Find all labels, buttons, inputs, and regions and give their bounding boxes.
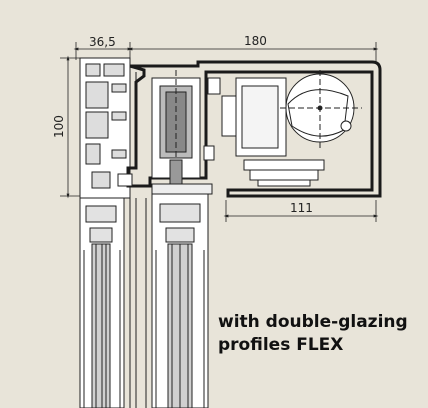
dimension-label-36-5: 36,5 (89, 35, 116, 49)
glazing-profile-left (79, 197, 125, 408)
dimension-label-100: 100 (52, 115, 66, 138)
frame-edges (129, 198, 147, 408)
caption-line-1: with double-glazing (218, 312, 408, 332)
caption-line-2: profiles FLEX (218, 335, 344, 355)
roller-carriage (151, 70, 201, 191)
caption: with double-glazing profiles FLEX (218, 311, 408, 357)
dimension-180 (127, 42, 379, 64)
drive-motor (221, 70, 362, 187)
dimension-label-180: 180 (244, 34, 267, 48)
dimension-100 (60, 55, 82, 199)
dimension-111 (223, 200, 379, 222)
dimension-label-111: 111 (290, 201, 313, 215)
track-housing (126, 60, 382, 198)
glazing-profile-right (151, 193, 209, 408)
dimension-36-5 (73, 42, 133, 60)
